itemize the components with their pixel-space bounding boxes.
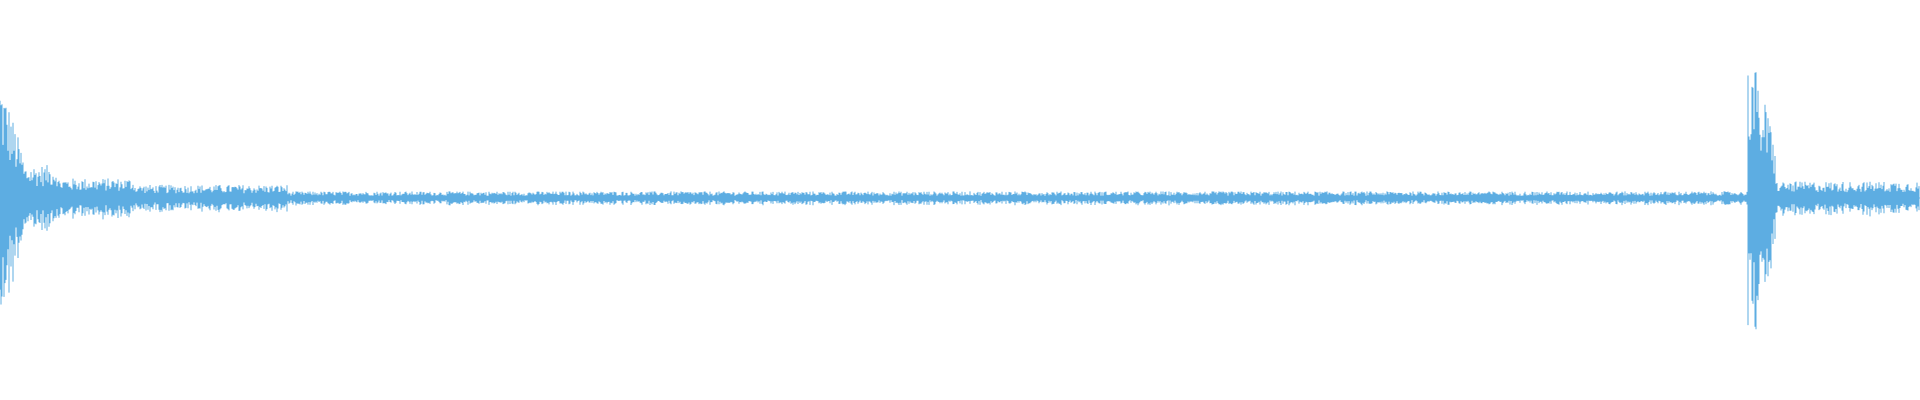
waveform-bars xyxy=(0,72,1920,330)
